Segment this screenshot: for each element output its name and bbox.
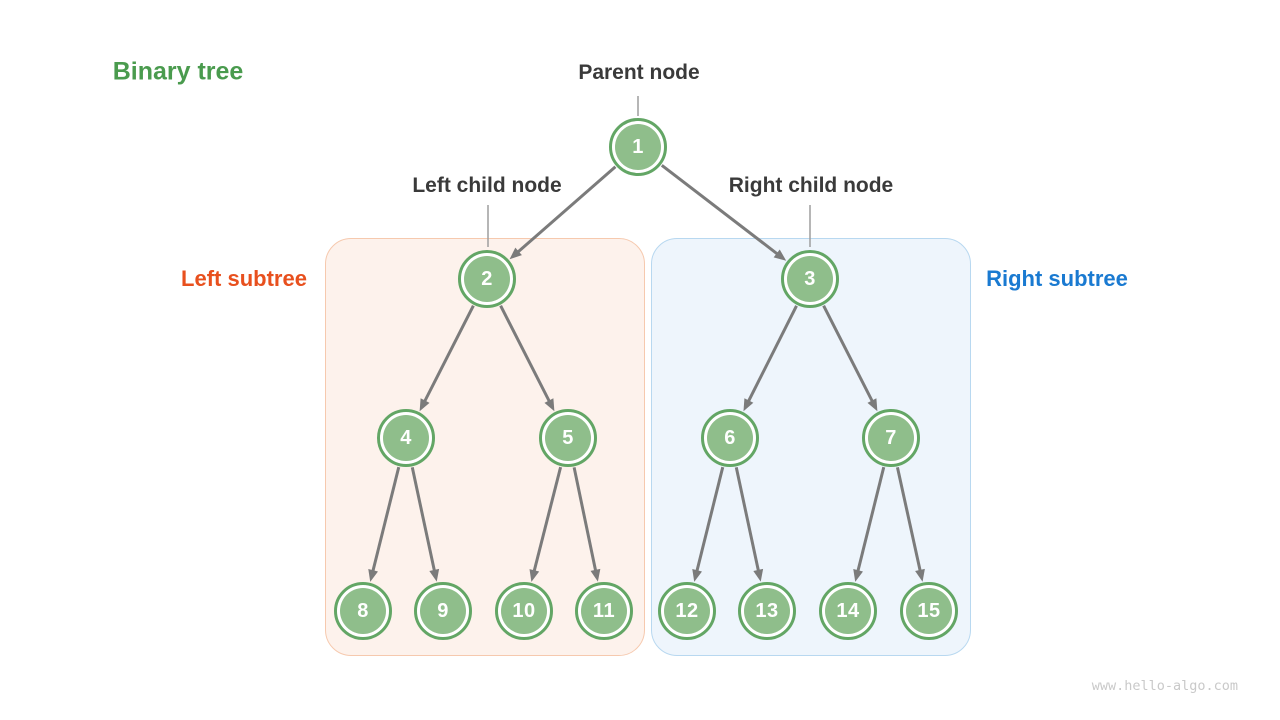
arrowhead <box>529 569 540 582</box>
arrowhead <box>915 568 925 582</box>
tree-edge <box>422 305 475 404</box>
tree-edge <box>410 467 437 574</box>
right-subtree-label: Right subtree <box>986 266 1128 291</box>
arrowhead <box>368 569 378 582</box>
arrowhead <box>743 398 754 412</box>
arrowhead <box>419 398 430 412</box>
diagram-title: Binary tree <box>112 57 244 86</box>
tree-edge <box>532 466 563 574</box>
tree-edge <box>734 467 761 574</box>
left-child-node-label: Left child node <box>412 174 562 197</box>
tree-edge <box>895 466 923 574</box>
arrowhead <box>692 569 702 582</box>
parent-node-label: Parent node <box>578 61 700 84</box>
tree-edge <box>822 305 875 404</box>
tree-edge <box>499 305 552 404</box>
tree-edge <box>694 466 725 574</box>
arrowhead <box>429 568 440 582</box>
tree-edge <box>660 164 780 257</box>
arrowhead <box>867 398 878 412</box>
watermark: www.hello-algo.com <box>1091 678 1238 694</box>
tree-edge <box>572 467 598 574</box>
tree-edge <box>370 466 401 574</box>
tree-edge <box>515 165 617 255</box>
tree-edge <box>746 305 798 404</box>
left-subtree-label: Left subtree <box>181 266 307 291</box>
arrowhead <box>753 568 764 582</box>
right-child-node-label: Right child node <box>728 174 894 197</box>
arrowhead <box>544 398 555 412</box>
arrowhead <box>590 568 601 582</box>
tree-edge <box>855 466 886 574</box>
arrowhead <box>853 569 863 582</box>
